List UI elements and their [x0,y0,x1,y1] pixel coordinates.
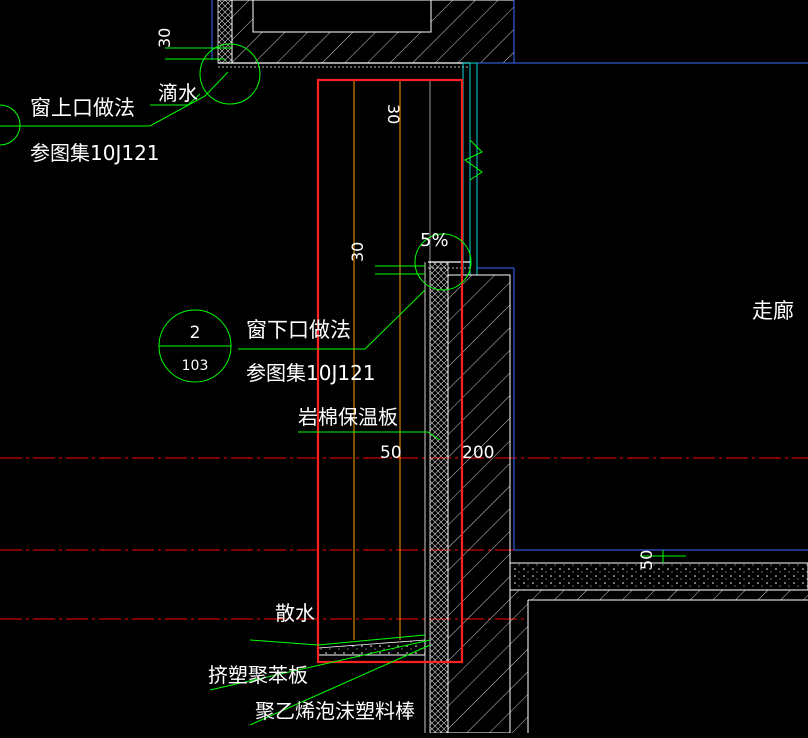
lintel-ref-circle [0,104,21,146]
apron-label: 散水 [275,601,315,625]
dim-30-top: 30 [155,28,174,48]
sill-title: 窗下口做法 [246,318,351,342]
lintel-structure [211,0,808,68]
drip-detail-circle [199,43,261,105]
sill-detail-circle [414,233,472,291]
slope-label: 5% [420,230,449,251]
dim-200: 200 [462,443,494,463]
xps-label: 挤塑聚苯板 [208,663,308,687]
floor-slab [509,562,808,733]
dimension-lines [353,80,431,640]
highlight-box [316,78,464,664]
dim-50-floor: 50 [637,550,656,570]
text-labels: 30 滴水 窗上口做法 参图集10J121 30 5% 30 2 103 窗下口… [30,28,794,723]
corridor-label: 走廊 [752,299,794,323]
dim-50: 50 [380,443,402,463]
lintel-title: 窗上口做法 [30,96,135,120]
pe-rod-label: 聚乙烯泡沫塑料棒 [255,699,415,723]
insulation-label: 岩棉保温板 [298,405,398,429]
callout-number: 2 [190,323,201,343]
dim-30-mid: 30 [348,242,367,262]
apron [317,639,426,656]
sill-ref: 参图集10J121 [246,361,376,385]
lintel-ref: 参图集10J121 [30,141,160,165]
drip-label: 滴水 [158,81,198,105]
lower-wall [424,261,511,734]
callout-sheet: 103 [182,358,209,374]
dim-30-window: 30 [384,104,403,124]
leader-lines [0,43,686,726]
